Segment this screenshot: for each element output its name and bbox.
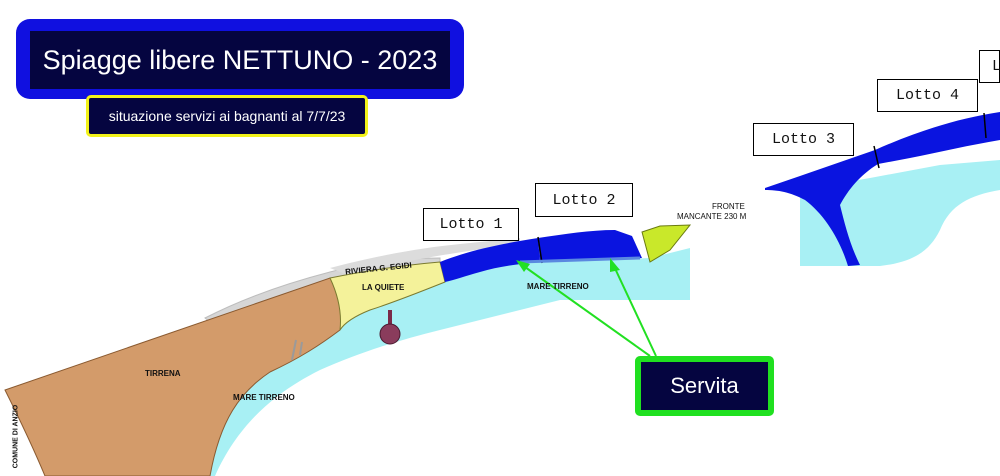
fonte-patch	[641, 224, 692, 263]
pier-head	[379, 323, 401, 345]
label-tirrena: TIRRENA	[145, 369, 181, 378]
legend-box: Servita	[635, 356, 774, 416]
label-mare-tirreno-1: MARE TIRRENO	[527, 282, 589, 291]
arrow-line-lot-2	[611, 261, 657, 357]
title-box: Spiagge libere NETTUNO - 2023	[16, 19, 464, 99]
arrow-head-lot-1	[516, 260, 530, 272]
label-fronte-2: MANCANTE 230 M	[677, 212, 747, 221]
served-edge	[519, 256, 641, 264]
label-mare-tirreno-2: MARE TIRRENO	[233, 393, 295, 402]
la-quiete-area	[329, 261, 446, 331]
sea-area-fonte	[440, 250, 690, 300]
label-fronte-1: FRONTE	[712, 202, 745, 211]
lot-4-label: Lotto 4	[877, 79, 978, 112]
lot-separator-4-5	[983, 112, 987, 139]
subtitle-box: situazione servizi ai bagnanti al 7/7/23	[86, 95, 368, 137]
page-title: Spiagge libere NETTUNO - 2023	[30, 31, 450, 89]
served-lot-4	[875, 112, 1000, 164]
arrow-line-lot-1	[517, 261, 651, 357]
lot-separator-1-2	[537, 236, 543, 264]
served-lot-2	[538, 230, 642, 262]
served-lot-1	[440, 238, 540, 282]
road-strip-upper	[330, 238, 520, 274]
lot-5-label: L	[979, 50, 1000, 83]
lot-3-label: Lotto 3	[753, 123, 854, 156]
legend-served-label: Servita	[641, 362, 768, 410]
lot-separator-3-4	[873, 145, 880, 169]
served-lot-3	[765, 150, 878, 266]
arrow-head-lot-2	[610, 258, 620, 272]
lot-1-label: Lotto 1	[423, 208, 519, 241]
label-comune: COMUNE DI ANZIO	[12, 404, 20, 469]
breakwater	[291, 339, 303, 361]
label-la-quiete: LA QUIETE	[362, 283, 405, 292]
lot-2-label: Lotto 2	[535, 183, 633, 217]
